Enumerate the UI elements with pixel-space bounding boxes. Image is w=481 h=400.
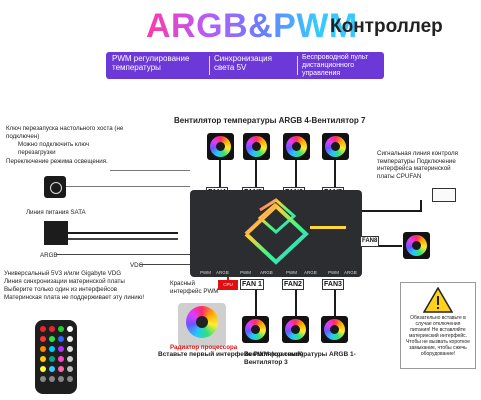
feature-sync: Синхронизация света 5V [214,54,272,72]
pin-pwm-label: PWM [328,270,339,275]
pin-argb-label: ARGB [216,270,229,275]
bottom-fans-title: Вентилятор температуры ARGB 1-Вентилятор… [244,351,356,366]
fan3-label: FAN3 [322,279,344,290]
top-fans-title: Вентилятор температуры ARGB 4-Вентилятор… [174,116,366,125]
pin-pwm-label: PWM [286,270,297,275]
fan-icon [322,133,349,160]
fan-icon [207,133,234,160]
pin-argb-label: ARGB [260,270,273,275]
feature-banner: PWM регулирование температуры Синхрониза… [106,52,384,79]
red-iface-note: Красный интерфейс PWM [170,280,219,295]
feature-remote: Беспроводной пульт дистанционного управл… [302,54,369,77]
fan-icon [242,316,269,343]
fan-icon [321,316,348,343]
feature-pwm: PWM регулирование температуры [112,54,190,72]
sata-connector-icon [44,221,68,245]
warning-text: Обязательно вставьте в случае отключения… [406,315,470,357]
hub-light-icon [204,198,348,265]
pin-argb-label: ARGB [304,270,317,275]
fan-icon [283,133,310,160]
feature-divider [209,56,210,75]
vdg-label: VDG [130,262,144,269]
brand-title: ARGB&PWM [146,7,358,45]
feature-divider [297,56,298,75]
key-note: Можно подключить ключ перезагрузки [18,141,90,156]
sync-note-1: Универсальный 5V3 и/или Gigabyte VDG [4,270,122,277]
pin-pwm-label: PWM [200,270,211,275]
reset-button-icon [44,176,66,198]
fan-icon [243,133,270,160]
cpu-radiator-icon [178,303,226,347]
controller-hub: PWM ARGB PWM ARGB PWM ARGB PWM ARGB [190,190,362,277]
fan-icon [282,316,309,343]
sata-note: Линия питания SATA [26,209,86,216]
warning-box: Обязательно вставьте в случае отключения… [400,282,476,369]
insert-first-note: Вставьте первый интерфейс PWM (красный) [158,351,304,358]
sync-note-2: Линия синхронизации материнской платы [4,278,125,285]
fan8-label: FAN8 [360,236,380,247]
fan-icon [403,232,430,259]
warning-icon [423,287,453,313]
fan2-label: FAN2 [282,279,304,290]
remote-control-icon [35,320,77,394]
product-title: Контроллер [330,16,443,37]
sync-note-3: Выберите только один из интерфейсов [4,286,118,293]
mode-note: Переключение режима освещения. [6,158,108,165]
pin-pwm-label: PWM [240,270,251,275]
signal-note: Сигнальная линия контроля температуры По… [377,150,458,180]
cpufan-connector-icon [432,188,456,202]
cpu-cooler-port: CPU COOLER [218,280,238,297]
fan1-label: FAN 1 [240,279,264,290]
radiator-label: Радиатор процессора [170,344,238,351]
argb-label: ARGB [40,252,58,259]
sync-note-4: Материнская плата не поддерживает эту ли… [4,294,145,301]
reset-note: Ключ перезапуска настольного хоста (не п… [6,125,124,140]
pin-argb-label: ARGB [344,270,357,275]
